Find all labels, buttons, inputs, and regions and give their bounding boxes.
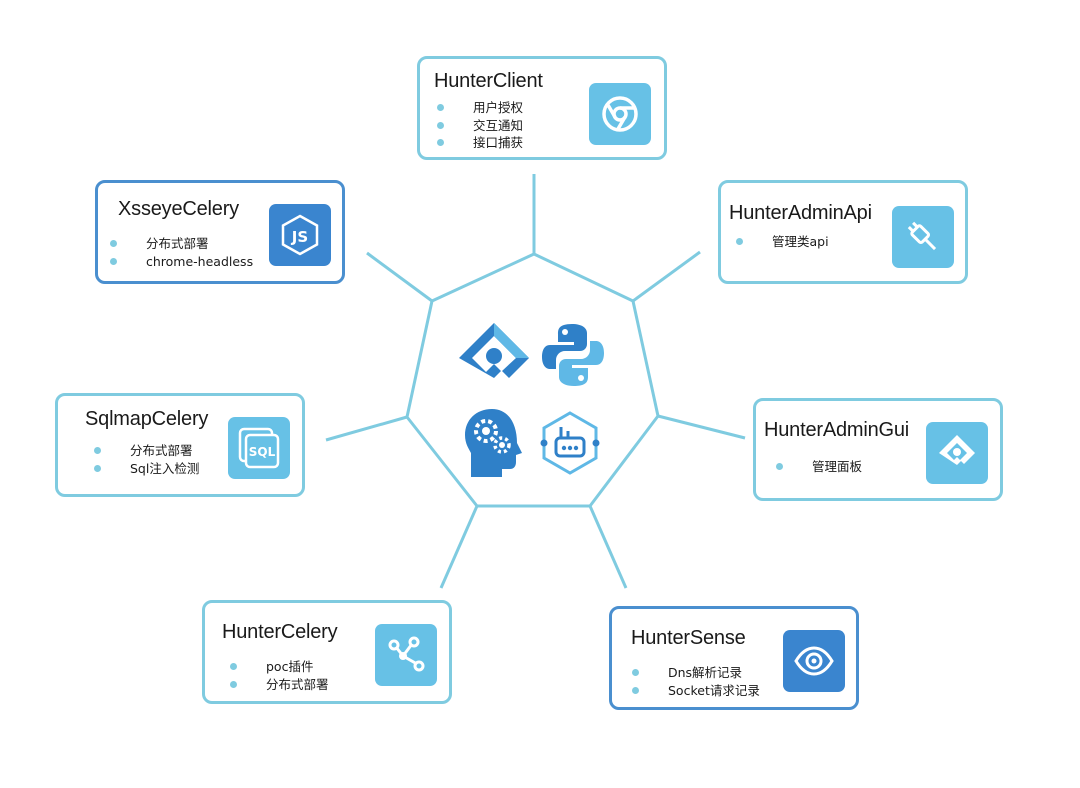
list-item: 交互通知 [437,117,523,135]
center-brain-gears-icon [462,407,526,484]
center-python-icon [540,322,606,393]
list-item: 用户授权 [437,99,523,117]
node-card-hunter-client: HunterClient 用户授权 交互通知 接口捕获 [417,56,667,160]
list-item: 分布式部署 [94,442,199,460]
ant-design-icon [926,422,988,484]
chrome-icon [589,83,651,145]
node-title: HunterCelery [222,621,338,643]
connector-xsseye-celery [366,251,433,303]
connector-hunter-admin-api [632,250,701,303]
plug-icon [892,206,954,268]
svg-text:JS: JS [291,228,308,246]
sql-icon: SQL [228,417,290,479]
central-heptagon [405,252,660,508]
node-item-list: 分布式部署 Sql注入检测 [94,442,199,477]
list-item: Sql注入检测 [94,460,199,478]
list-item: 管理类api [736,233,829,251]
node-item-list: Dns解析记录 Socket请求记录 [632,664,760,699]
node-card-hunter-celery: HunterCelery poc插件 分布式部署 [202,600,452,704]
node-card-hunter-admin-api: HunterAdminApi 管理类api [718,180,968,284]
connector-hunter-sense [588,505,628,589]
node-title: HunterSense [631,627,746,649]
svg-text:SQL: SQL [249,445,276,459]
node-title: HunterClient [434,70,543,92]
node-card-hunter-sense: HunterSense Dns解析记录 Socket请求记录 [609,606,859,710]
node-item-list: 分布式部署 chrome-headless [110,235,253,270]
node-title: HunterAdminApi [729,202,872,224]
node-item-list: 管理面板 [776,458,862,476]
share-graph-icon [375,624,437,686]
center-ant-design-icon [454,318,534,403]
node-card-sqlmap-celery: SqlmapCelery 分布式部署 Sql注入检测 SQL [55,393,305,497]
list-item: 分布式部署 [110,235,253,253]
node-card-xsseye-celery: XsseyeCelery 分布式部署 chrome-headless JS [95,180,345,284]
connector-hunter-admin-gui [657,414,746,440]
node-item-list: 管理类api [736,233,829,251]
node-title: SqlmapCelery [85,408,209,430]
node-card-hunter-admin-gui: HunterAdminGui 管理面板 [753,398,1003,501]
node-item-list: 用户授权 交互通知 接口捕获 [437,99,523,152]
list-item: Dns解析记录 [632,664,760,682]
list-item: 管理面板 [776,458,862,476]
center-robot-icon [537,410,603,481]
node-title: XsseyeCelery [118,198,239,220]
node-title: HunterAdminGui [764,419,910,441]
list-item: Socket请求记录 [632,682,760,700]
connector-hunter-celery [439,505,479,589]
list-item: chrome-headless [110,253,253,271]
list-item: 分布式部署 [230,676,329,694]
list-item: poc插件 [230,658,329,676]
eye-icon [783,630,845,692]
connector-sqlmap-celery [325,415,408,442]
node-item-list: poc插件 分布式部署 [230,658,329,693]
nodejs-icon: JS [269,204,331,266]
list-item: 接口捕获 [437,134,523,152]
